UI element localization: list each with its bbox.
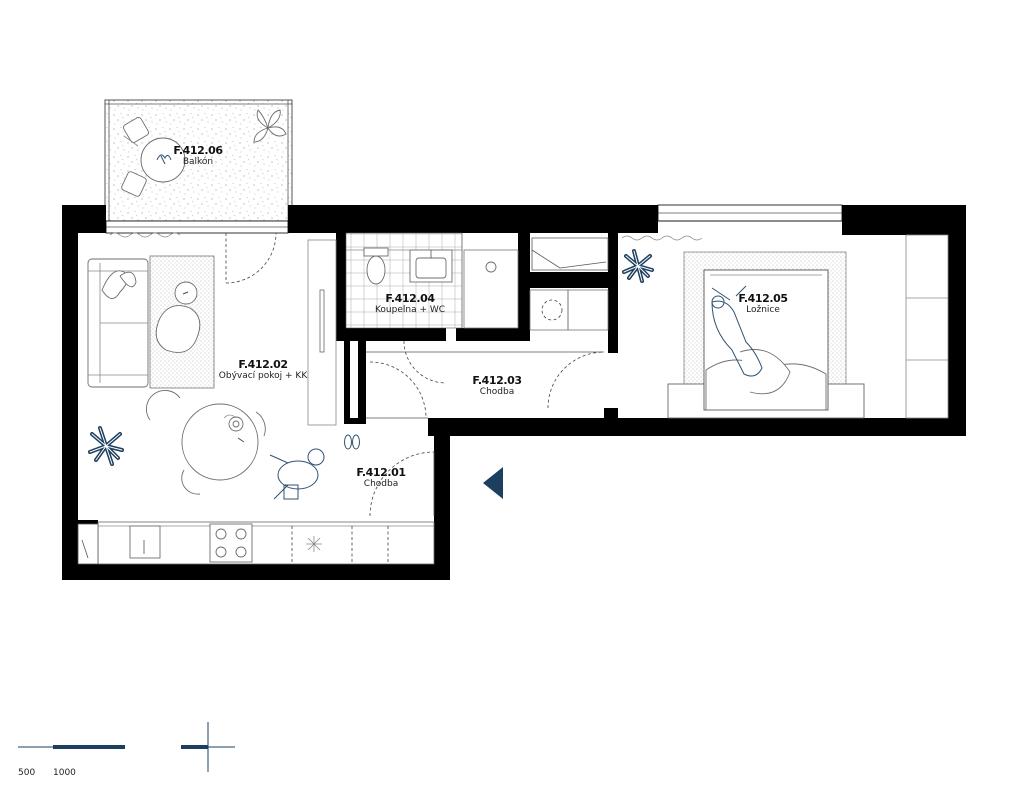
room-name: Obývací pokoj + KK	[219, 371, 309, 381]
scale-label: 1000	[53, 768, 76, 778]
storage	[529, 237, 609, 331]
windows	[105, 204, 843, 241]
wardrobe	[307, 239, 337, 426]
room-label-chodba-03: F.412.03 Chodba	[472, 374, 522, 397]
bathroom	[345, 232, 519, 329]
balcony-chair	[121, 171, 147, 197]
room-code: F.412.04	[385, 292, 435, 305]
plant-icon	[622, 249, 654, 283]
person-icon	[269, 448, 325, 500]
sink	[129, 525, 161, 559]
room-name: Koupelna + WC	[375, 305, 445, 315]
plant-icon	[156, 154, 172, 165]
room-label-chodba-01: F.412.01 Chodba	[356, 466, 406, 489]
balcony	[104, 99, 293, 222]
room-name: Chodba	[364, 479, 398, 489]
room-name: Ložnice	[746, 305, 780, 315]
washbasin	[409, 249, 453, 283]
kitchen	[77, 521, 435, 565]
plant-icon	[88, 426, 124, 466]
cooktop	[209, 523, 253, 563]
room-label-obyvaci: F.412.02 Obývací pokoj + KK	[219, 358, 309, 381]
toilet-icon	[363, 247, 389, 285]
room-label-loznice: F.412.05 Ložnice	[738, 292, 788, 315]
entrance-arrow-icon	[483, 467, 503, 499]
room-code: F.412.02	[238, 358, 287, 371]
slippers-icon	[344, 434, 360, 450]
corridor-01	[344, 434, 435, 517]
room-code: F.412.05	[738, 292, 787, 305]
room-label-koupelna: F.412.04 Koupelna + WC	[375, 292, 445, 315]
room-code: F.412.03	[472, 374, 521, 387]
living-room	[87, 232, 337, 500]
sofa	[87, 258, 149, 388]
room-label-balkon: F.412.06 Balkón	[173, 144, 223, 167]
walls	[62, 205, 966, 580]
room-name: Balkón	[183, 156, 213, 167]
north-cross-icon	[181, 722, 235, 772]
person-icon	[711, 285, 763, 377]
room-code: F.412.06	[173, 144, 223, 157]
corridor-03	[366, 340, 605, 419]
balcony-chair	[122, 116, 150, 147]
scale-label: 500	[18, 768, 35, 778]
room-code: F.412.01	[356, 466, 405, 479]
room-name: Chodba	[480, 387, 514, 397]
plant-icon	[253, 109, 287, 143]
side-table	[155, 305, 201, 353]
bedroom	[622, 234, 949, 419]
wardrobe	[905, 234, 949, 419]
dining-table	[181, 403, 259, 481]
scale-bar: 500 1000	[18, 745, 125, 778]
